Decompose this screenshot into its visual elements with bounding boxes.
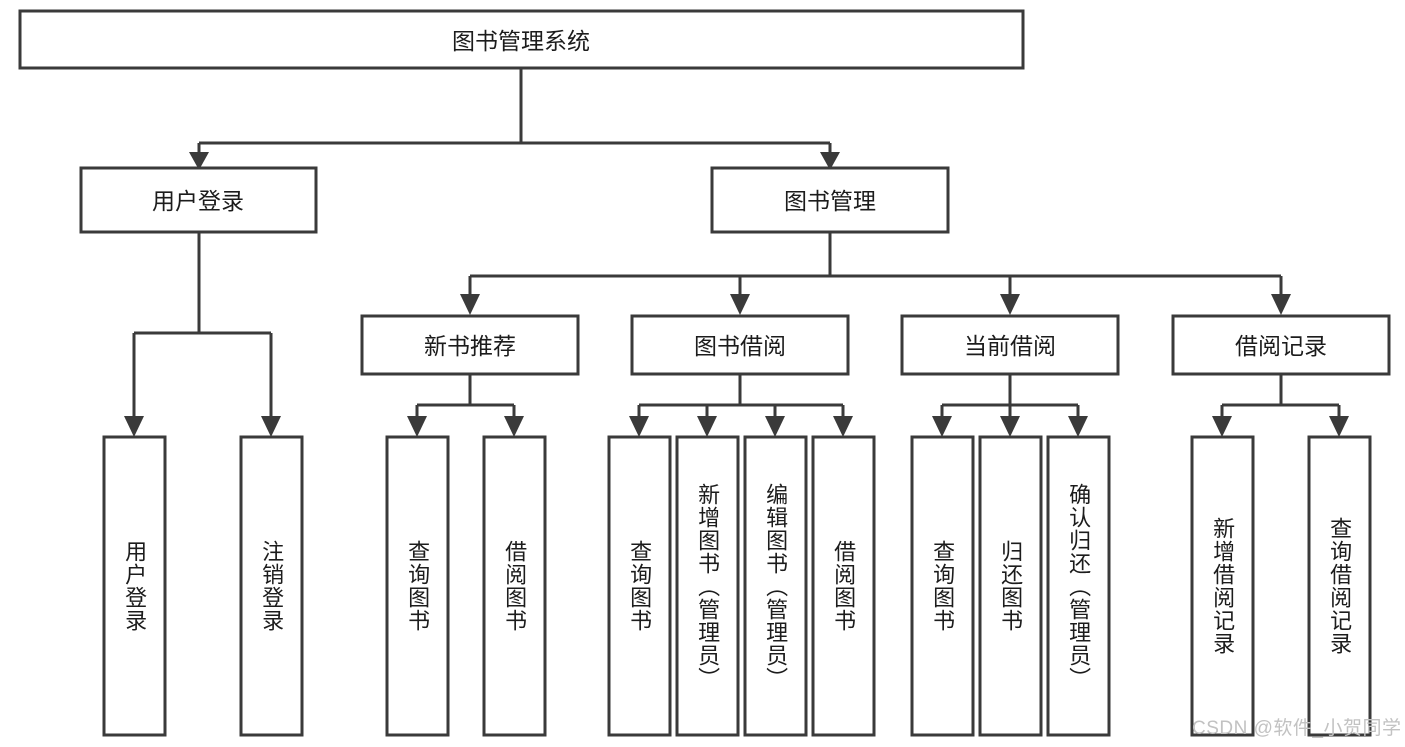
connector-layer xyxy=(124,68,1349,437)
node-user-login[interactable] xyxy=(79,166,318,234)
node-new-book-recommend[interactable] xyxy=(360,314,580,376)
node-current-borrow[interactable] xyxy=(900,314,1120,376)
node-leaf-book-borrow-1[interactable] xyxy=(607,435,672,737)
arrow-head-leaf-cb-3 xyxy=(1068,416,1088,437)
node-borrow-record-label: 借阅记录 xyxy=(1235,333,1327,359)
arrow-head-current-borrow xyxy=(1000,294,1020,315)
arrow-head-leaf-br-2 xyxy=(1329,416,1349,437)
node-root[interactable] xyxy=(18,9,1025,70)
arrow-head-leaf-user-login-1 xyxy=(124,416,144,437)
node-leaf-borrow-record-2[interactable] xyxy=(1307,435,1372,737)
node-borrow-record[interactable] xyxy=(1171,314,1391,376)
arrow-head-borrow-record xyxy=(1271,294,1291,315)
node-leaf-new-book-recommend-1[interactable] xyxy=(385,435,450,737)
node-book-borrow-label: 图书借阅 xyxy=(694,333,786,359)
arrow-head-new-book-recommend xyxy=(460,294,480,315)
node-leaf-current-borrow-1[interactable] xyxy=(910,435,975,737)
arrow-head-leaf-bb-3 xyxy=(765,416,785,437)
arrow-head-leaf-bb-4 xyxy=(833,416,853,437)
arrow-head-leaf-cb-2 xyxy=(1000,416,1020,437)
node-current-borrow-label: 当前借阅 xyxy=(964,333,1056,359)
arrow-head-leaf-bb-2 xyxy=(697,416,717,437)
node-leaf-borrow-record-1[interactable] xyxy=(1190,435,1255,737)
arrow-head-user-login xyxy=(189,152,209,170)
arrow-head-leaf-user-login-2 xyxy=(261,416,281,437)
node-leaf-book-borrow-3[interactable] xyxy=(743,435,808,737)
arrow-head-book-manage xyxy=(820,152,840,170)
node-leaf-current-borrow-3[interactable] xyxy=(1046,435,1111,737)
arrow-head-book-borrow xyxy=(730,294,750,315)
arrow-head-leaf-nbr-2 xyxy=(504,416,524,437)
node-root-label: 图书管理系统 xyxy=(452,28,590,54)
arrow-head-leaf-br-1 xyxy=(1212,416,1232,437)
node-layer: 图书管理系统 用户登录 图书管理 新书推荐 图书借阅 当前借阅 借阅记录 xyxy=(18,9,1391,737)
node-leaf-current-borrow-2[interactable] xyxy=(978,435,1043,737)
node-new-book-recommend-label: 新书推荐 xyxy=(424,333,516,359)
node-leaf-new-book-recommend-2[interactable] xyxy=(482,435,547,737)
node-book-borrow[interactable] xyxy=(630,314,850,376)
arrow-head-leaf-nbr-1 xyxy=(407,416,427,437)
node-leaf-book-borrow-4[interactable] xyxy=(811,435,876,737)
node-leaf-book-borrow-2[interactable] xyxy=(675,435,740,737)
node-book-manage[interactable] xyxy=(710,166,950,234)
arrow-head-leaf-bb-1 xyxy=(629,416,649,437)
node-user-login-label: 用户登录 xyxy=(152,188,244,214)
node-leaf-user-login-2[interactable] xyxy=(239,435,304,737)
node-leaf-user-login-1[interactable] xyxy=(102,435,167,737)
node-book-manage-label: 图书管理 xyxy=(784,188,876,214)
arrow-head-leaf-cb-1 xyxy=(932,416,952,437)
csdn-watermark: CSDN @软件_小贺同学 xyxy=(1192,718,1402,739)
